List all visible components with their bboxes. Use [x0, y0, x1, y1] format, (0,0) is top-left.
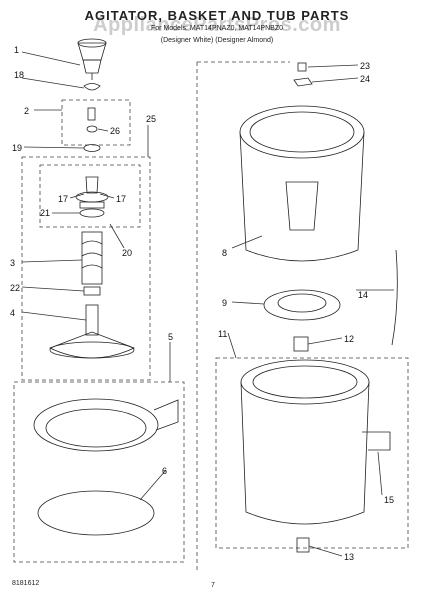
bolt-part-2: [86, 107, 98, 133]
hose-part-14: [391, 249, 398, 346]
callout-3: 3: [10, 258, 15, 268]
seal-part-18: [83, 83, 101, 91]
ring-part-19: [83, 144, 101, 152]
callout-5: 5: [168, 332, 173, 342]
part-number: 8181612: [12, 580, 40, 587]
callout-15: 15: [384, 495, 394, 505]
watermark-text: AppliancePartsPros.com: [93, 14, 341, 36]
agitator-dogs-part: [75, 176, 109, 218]
nut-part-13: [296, 537, 310, 553]
group-box-5: [13, 381, 185, 563]
model-line: For Models: MAT14PNAZ0, MAT14PNBZ0: [151, 25, 283, 32]
callout-22: 22: [10, 283, 20, 293]
callout-4: 4: [10, 308, 15, 318]
callout-labels: 1 18 2 26 19 25 17 17 21 20 3 22 4 5 6 23 24 8 9 14 11 12 15 13: [10, 45, 394, 562]
diagram-title: AGITATOR, BASKET AND TUB PARTS: [84, 8, 350, 23]
callout-13: 13: [344, 552, 354, 562]
group-box-agitator-cap: [39, 164, 141, 228]
outer-tub-part-11: [240, 359, 391, 525]
callout-24: 24: [360, 74, 370, 84]
snap-ring-part-6: [37, 490, 155, 536]
callout-1: 1: [14, 45, 19, 55]
callout-23: 23: [360, 61, 370, 71]
page-number: 7: [211, 582, 215, 589]
callout-9: 9: [222, 298, 227, 308]
callout-17: 17: [58, 194, 68, 204]
agitator-cap-part: [77, 38, 107, 80]
variant-line: (Designer White) (Designer Almond): [160, 37, 274, 44]
callout-17: 17: [116, 194, 126, 204]
clip-part-24: [293, 77, 313, 87]
group-box-2: [61, 99, 131, 146]
group-box-25: [21, 156, 151, 381]
basket-hub-part-9: [263, 289, 341, 321]
callout-26: 26: [110, 126, 120, 136]
callout-25: 25: [146, 114, 156, 124]
clip-part-23: [297, 62, 307, 72]
callout-12: 12: [344, 334, 354, 344]
callout-20: 20: [122, 248, 132, 258]
wash-basket-part-8: [239, 105, 365, 262]
callout-11: 11: [218, 329, 227, 339]
callout-2: 2: [24, 106, 29, 116]
tub-ring-part-5: [33, 398, 179, 452]
callout-18: 18: [14, 70, 24, 80]
auger-part-3: [81, 231, 103, 285]
callout-14: 14: [358, 290, 368, 300]
group-box-11: [215, 357, 409, 549]
callout-8: 8: [222, 248, 227, 258]
callout-19: 19: [12, 143, 22, 153]
agitator-base-part-4: [48, 304, 136, 359]
nut-part-12: [293, 336, 309, 352]
callout-6: 6: [162, 466, 167, 476]
callout-21: 21: [40, 208, 50, 218]
bearing-part-22: [83, 286, 101, 296]
